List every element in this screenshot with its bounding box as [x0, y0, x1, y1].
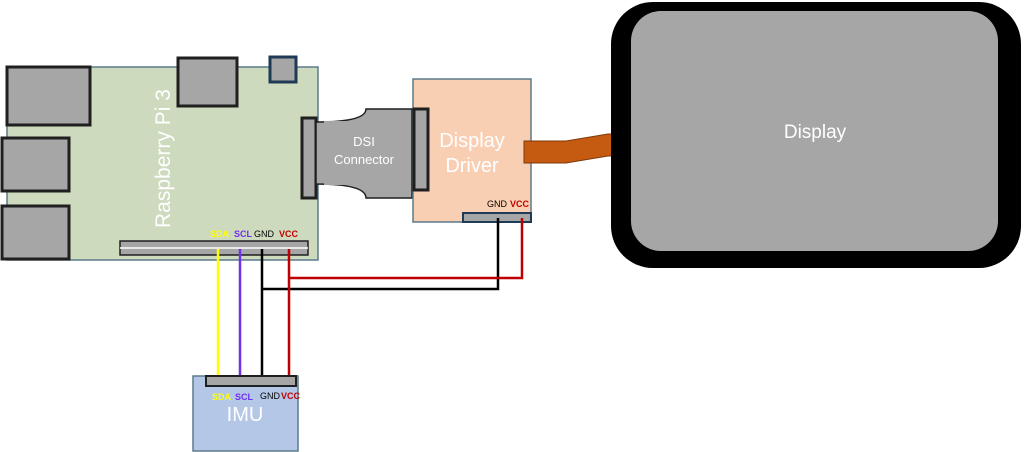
display-driver-label-line2: Driver: [445, 155, 499, 177]
display-label: Display: [784, 122, 847, 143]
gnd-wire: [260, 218, 500, 378]
pi-pin-vcc-label: VCC: [279, 229, 299, 239]
imu-pin-scl-label: SCL: [235, 392, 254, 402]
vcc-wire: [287, 218, 524, 378]
display-driver-label-line1: Display: [439, 130, 505, 152]
imu-header: [205, 375, 297, 387]
imu-module: SDA SCL GND VCC IMU: [192, 375, 301, 452]
imu-label: IMU: [227, 404, 264, 426]
imu-pin-vcc-label: VCC: [281, 391, 301, 401]
display-ribbon-cable: [523, 133, 617, 164]
dsi-connector: DSI Connector: [315, 108, 413, 199]
hdmi-port: [176, 56, 239, 108]
imu-pin-gnd-label: GND: [260, 391, 281, 401]
ethernet-port: [5, 65, 92, 127]
imu-pin-sda-label: SDA: [212, 392, 232, 402]
display-screen: [631, 11, 998, 251]
wiring: [216, 218, 524, 378]
pi-pin-sda-label: SDA: [210, 229, 230, 239]
driver-pin-vcc-label: VCC: [510, 199, 530, 209]
pi-pin-scl-label: SCL: [234, 229, 253, 239]
power-port: [268, 55, 298, 84]
raspberry-pi-board: Raspberry Pi 3 SDA SCL GND VCC: [0, 55, 319, 261]
driver-pin-gnd-label: GND: [487, 199, 508, 209]
display-module: Display: [611, 2, 1021, 268]
display-driver-board: Display Driver GND VCC: [412, 78, 532, 223]
usb-port-top: [0, 136, 71, 193]
dsi-ribbon-panel: [324, 121, 404, 185]
imu-pcb: [192, 375, 299, 452]
pi-dsi-port: [300, 116, 318, 200]
raspberry-pi-label: Raspberry Pi 3: [152, 89, 175, 228]
usb-port-bottom: [0, 204, 71, 261]
driver-dsi-port: [412, 107, 430, 192]
dsi-connector-label-line2: Connector: [334, 152, 395, 167]
pi-pin-gnd-label: GND: [254, 229, 275, 239]
dsi-connector-label-line1: DSI: [353, 134, 375, 149]
